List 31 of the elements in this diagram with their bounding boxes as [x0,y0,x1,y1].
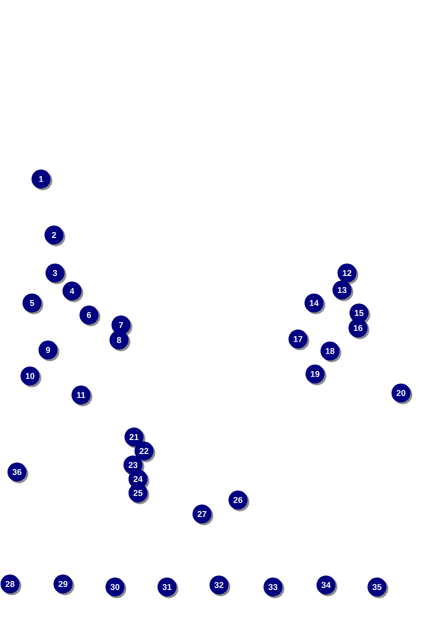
callout-number: 17 [288,330,310,350]
callout-number: 14 [304,294,326,314]
callout-number: 32 [210,576,230,596]
callout-number: 31 [158,578,178,598]
callout-number: 4 [62,282,84,302]
callout-number: 34 [316,576,338,596]
callout-number: 11 [72,386,92,406]
callout-number: 30 [106,578,126,598]
callout-number: 9 [38,340,60,362]
callout-number: 26 [228,490,250,512]
callout-number: 2 [44,226,66,246]
callout-number: 1 [32,170,52,190]
callout-number: 10 [20,366,42,388]
callout-number: 33 [264,578,284,598]
callout-number: 3 [46,264,66,284]
callout-number: 5 [22,294,44,314]
callout-number: 16 [348,318,370,340]
callout-number: 22 [134,442,156,462]
callout-number: 28 [0,574,22,596]
callout-number: 20 [392,384,412,404]
callout-number: 27 [192,504,214,526]
callout-number: 12 [338,264,358,284]
callout-number: 18 [320,342,342,362]
callout-number: 19 [306,364,326,386]
callout-number: 6 [80,306,100,326]
callout-number: 8 [110,330,130,352]
callout-number: 36 [8,462,28,484]
callout-number: 35 [368,578,388,598]
callout-number: 25 [128,484,150,504]
callout-number: 13 [332,280,354,302]
callout-number: 29 [54,574,74,596]
